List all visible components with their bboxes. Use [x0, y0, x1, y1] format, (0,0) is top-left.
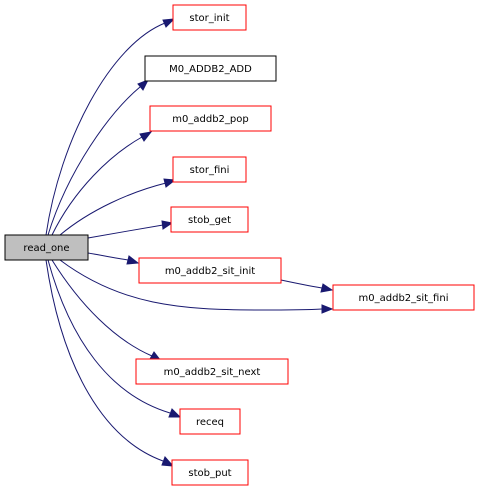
arrowhead-stob-get	[161, 220, 174, 230]
node-stob-get-box	[170, 206, 249, 233]
edge-read-one-to-stob-get	[87, 224, 164, 239]
edge-read-one-to-m0-addb2-sit-fini	[59, 259, 323, 311]
node-stor-init-box	[172, 4, 247, 31]
arrowhead-stob-put	[161, 456, 175, 467]
node-m0-addb2-sit-init[interactable]: m0_addb2_sit_init	[138, 257, 282, 284]
node-m0-addb2-sit-next-label: m0_addb2_sit_next	[164, 367, 261, 378]
arrowhead-m0-addb2-sit-fini-from-sit-init	[320, 283, 334, 293]
node-stor-init[interactable]: stor_init	[172, 4, 247, 31]
node-m0-addb2-sit-init-label: m0_addb2_sit_init	[165, 266, 255, 277]
node-read-one-label: read_one	[23, 243, 69, 254]
node-m0-addb2-pop-box	[149, 105, 272, 132]
edge-read-one-to-m0-addb2-sit-init	[87, 252, 129, 261]
node-stor-fini-box	[172, 156, 247, 183]
node-m0-addb2-pop[interactable]: m0_addb2_pop	[149, 105, 272, 132]
node-m0-addb2-sit-init-box	[138, 257, 282, 284]
node-stob-put-box	[171, 459, 249, 486]
node-m0-addb2-add-label: M0_ADDB2_ADD	[169, 64, 252, 75]
edge-read-one-to-stob-put	[45, 259, 164, 462]
edge-read-one-to-m0-addb2-add	[47, 86, 141, 236]
node-m0-addb2-pop-label: m0_addb2_pop	[172, 114, 248, 125]
node-m0-addb2-add-box	[144, 55, 277, 82]
node-stob-get[interactable]: stob_get	[170, 206, 249, 233]
node-stor-init-label: stor_init	[189, 13, 229, 24]
node-receq-box	[179, 408, 241, 435]
arrowhead-m0-addb2-sit-fini-from-root	[321, 304, 334, 314]
node-stob-get-label: stob_get	[188, 215, 231, 226]
node-read-one[interactable]: read_one	[4, 234, 89, 261]
node-stob-put-label: stob_put	[188, 468, 231, 479]
node-read-one-box	[4, 234, 89, 261]
nodes: read_one stor_init M0_ADDB2_ADD m0_addb2…	[4, 4, 475, 486]
node-m0-addb2-sit-fini-label: m0_addb2_sit_fini	[359, 293, 449, 304]
edge-m0-addb2-sit-init-to-m0-addb2-sit-fini	[280, 279, 323, 289]
edges	[45, 18, 334, 467]
node-m0-addb2-sit-fini[interactable]: m0_addb2_sit_fini	[332, 284, 475, 311]
edge-read-one-to-stor-fini	[59, 182, 167, 236]
node-m0-addb2-sit-next-box	[135, 358, 289, 385]
node-stor-fini-label: stor_fini	[190, 165, 230, 176]
edge-read-one-to-stor-init	[45, 22, 166, 236]
node-stob-put[interactable]: stob_put	[171, 459, 249, 486]
arrowhead-stor-init	[162, 18, 176, 28]
node-receq-label: receq	[196, 417, 224, 428]
node-stor-fini[interactable]: stor_fini	[172, 156, 247, 183]
arrowhead-m0-addb2-add	[137, 79, 150, 91]
arrowhead-m0-addb2-sit-init	[126, 255, 140, 265]
node-receq[interactable]: receq	[179, 408, 241, 435]
node-m0-addb2-sit-next[interactable]: m0_addb2_sit_next	[135, 358, 289, 385]
arrowhead-m0-addb2-pop	[139, 131, 153, 142]
node-m0-addb2-add[interactable]: M0_ADDB2_ADD	[144, 55, 277, 82]
edge-read-one-to-receq	[47, 259, 171, 414]
edge-read-one-to-m0-addb2-sit-next	[51, 259, 153, 357]
edge-read-one-to-m0-addb2-pop	[51, 136, 143, 236]
arrowhead-receq	[168, 408, 182, 418]
node-m0-addb2-sit-fini-box	[332, 284, 475, 311]
arrowhead-stor-fini	[163, 178, 177, 188]
